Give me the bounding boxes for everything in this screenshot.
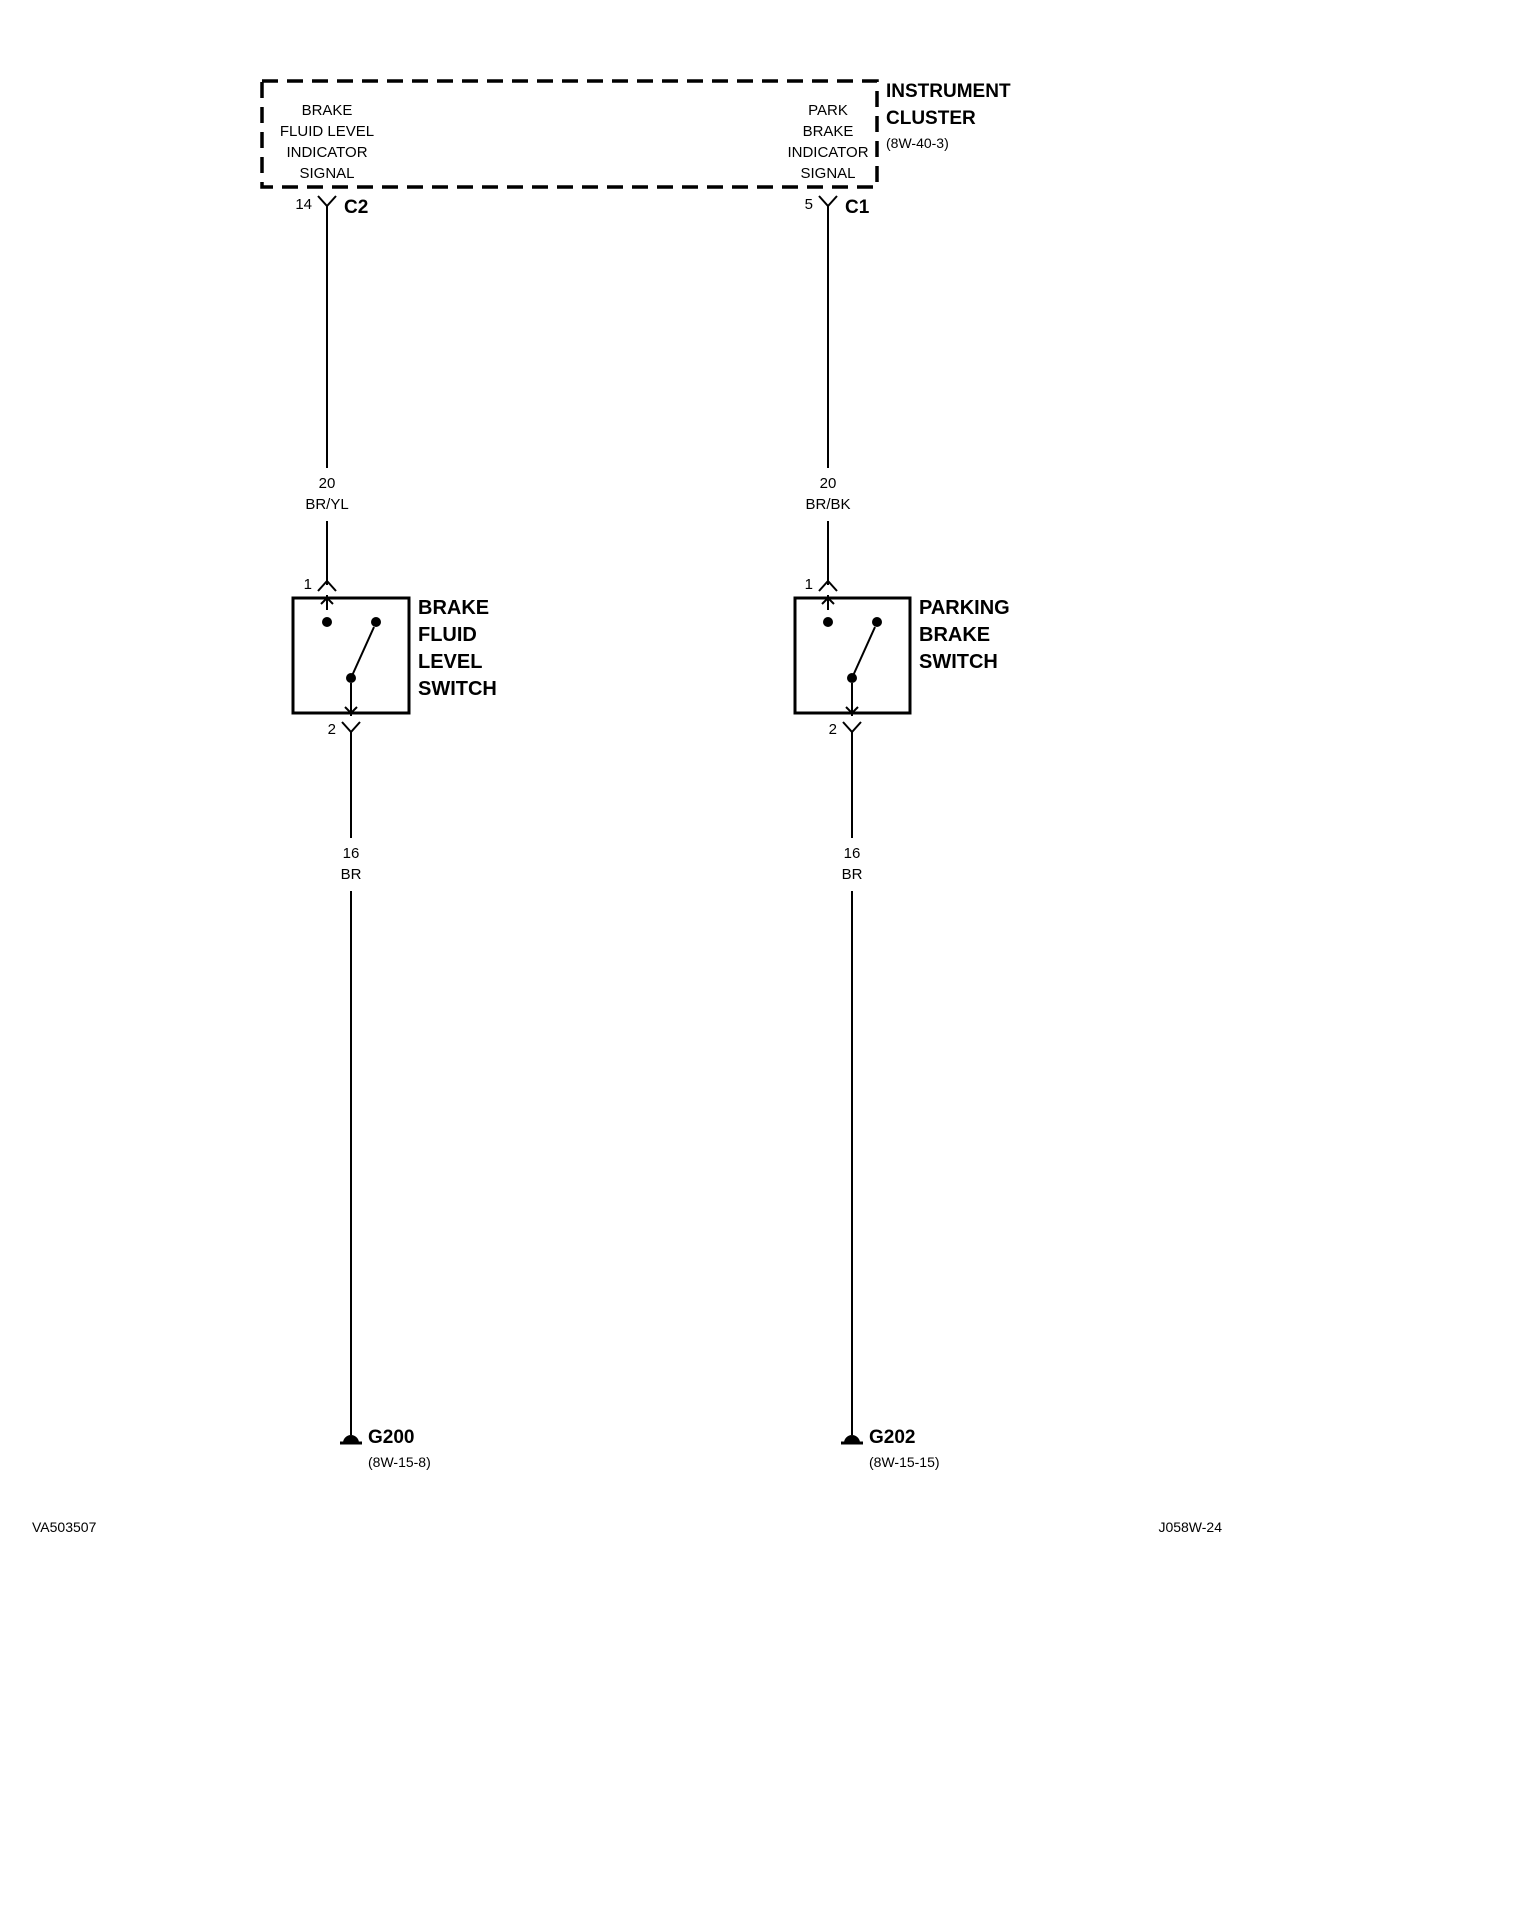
left-switch-pin-1-connector	[317, 579, 337, 592]
left-lower-wire-gauge: 16	[343, 845, 360, 862]
right-switch-pin-1-connector	[818, 579, 838, 592]
footer-right-code: J058W-24	[1158, 1519, 1222, 1535]
right-upper-wire-label: 20 BR/BK	[805, 475, 850, 513]
left-signal-line-3: INDICATOR	[286, 144, 367, 161]
ground-g202-icon	[841, 1435, 863, 1445]
instrument-cluster-title-1: INSTRUMENT	[886, 81, 1011, 102]
right-pin-number: 5	[805, 196, 813, 213]
right-signal-line-1: PARK	[808, 102, 848, 119]
left-switch-name-2: FLUID	[418, 624, 477, 646]
right-signal-line-3: INDICATOR	[787, 144, 868, 161]
brake-fluid-level-switch-label: BRAKE FLUID LEVEL SWITCH	[418, 597, 497, 700]
left-switch-name-4: SWITCH	[418, 678, 497, 700]
instrument-cluster-box	[260, 79, 879, 189]
right-switch-name-2: BRAKE	[919, 624, 990, 646]
left-connector-label: C2	[344, 197, 368, 218]
left-switch-name-1: BRAKE	[418, 597, 489, 619]
left-switch-name-3: LEVEL	[418, 651, 482, 673]
left-lower-wire-color: BR	[341, 866, 362, 883]
right-switch-pin-2-connector	[842, 721, 862, 734]
instrument-cluster-title-2: CLUSTER	[886, 108, 976, 129]
right-switch-name-1: PARKING	[919, 597, 1010, 619]
left-lower-wire-label: 16 BR	[341, 845, 362, 883]
left-signal-line-2: FLUID LEVEL	[280, 123, 374, 140]
left-upper-wire-label: 20 BR/YL	[305, 475, 348, 513]
park-brake-indicator-signal-label: PARK BRAKE INDICATOR SIGNAL	[787, 102, 868, 182]
left-pin-number: 14	[295, 196, 312, 213]
ground-g200-ref: (8W-15-8)	[368, 1454, 431, 1470]
right-switch-pin-1: 1	[805, 576, 813, 593]
left-switch-pin-1: 1	[304, 576, 312, 593]
right-upper-wire-color: BR/BK	[805, 496, 850, 513]
parking-brake-switch-symbol	[821, 595, 882, 716]
left-signal-line-1: BRAKE	[302, 102, 353, 119]
right-switch-name-3: SWITCH	[919, 651, 998, 673]
connector-c2-pin-14: 14 C2	[295, 195, 368, 218]
ground-g202-label: G202	[869, 1427, 915, 1448]
connector-c1-pin-5: 5 C1	[805, 195, 870, 218]
instrument-cluster-ref: (8W-40-3)	[886, 135, 949, 151]
left-switch-pin-2: 2	[328, 721, 336, 738]
ground-g200-icon	[340, 1435, 362, 1445]
right-signal-line-4: SIGNAL	[800, 165, 855, 182]
ground-g200-label: G200	[368, 1427, 414, 1448]
left-switch-pin-2-connector	[341, 721, 361, 734]
right-switch-pin-2: 2	[829, 721, 837, 738]
left-upper-wire-color: BR/YL	[305, 496, 348, 513]
left-upper-wire-gauge: 20	[319, 475, 336, 492]
ground-g202-ref: (8W-15-15)	[869, 1454, 940, 1470]
wiring-diagram: INSTRUMENT CLUSTER (8W-40-3) BRAKE FLUID…	[32, 79, 1222, 1535]
left-signal-line-4: SIGNAL	[299, 165, 354, 182]
brake-fluid-level-indicator-signal-label: BRAKE FLUID LEVEL INDICATOR SIGNAL	[280, 102, 374, 182]
right-lower-wire-gauge: 16	[844, 845, 861, 862]
right-signal-line-2: BRAKE	[803, 123, 854, 140]
right-connector-label: C1	[845, 197, 870, 218]
right-lower-wire-label: 16 BR	[842, 845, 863, 883]
right-lower-wire-color: BR	[842, 866, 863, 883]
footer-left-code: VA503507	[32, 1519, 97, 1535]
brake-fluid-level-switch-symbol	[320, 595, 381, 716]
right-upper-wire-gauge: 20	[820, 475, 837, 492]
parking-brake-switch-label: PARKING BRAKE SWITCH	[919, 597, 1010, 673]
